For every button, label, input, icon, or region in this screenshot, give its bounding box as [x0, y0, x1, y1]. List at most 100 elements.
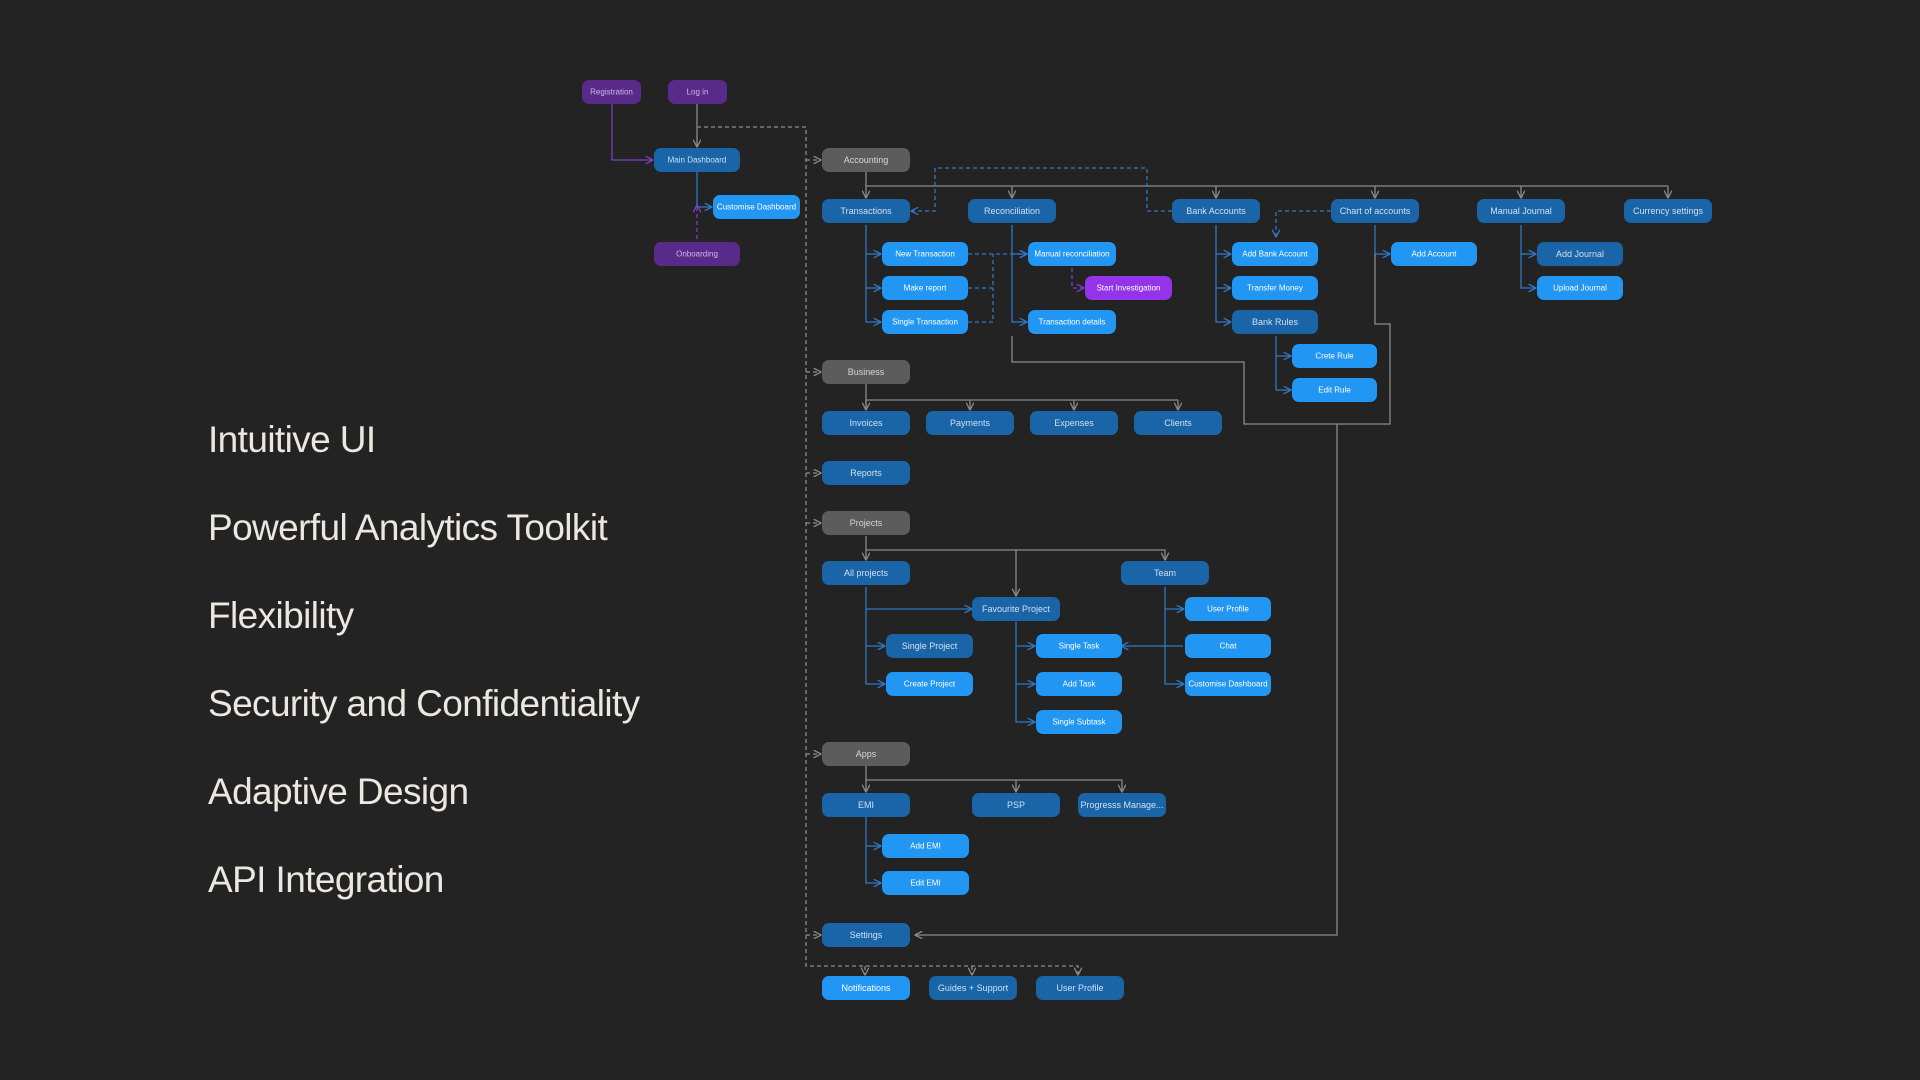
connector-line: [866, 779, 1122, 791]
node-make-report[interactable]: Make report: [882, 276, 968, 300]
node-chart-of-accounts[interactable]: Chart of accounts: [1331, 199, 1419, 223]
node-onboarding[interactable]: Onboarding: [654, 242, 740, 266]
connector-line: [1071, 268, 1083, 288]
node-apps[interactable]: Apps: [822, 742, 910, 766]
node-label: Chart of accounts: [1340, 206, 1411, 216]
connector-line: [1011, 225, 1026, 254]
feature-item: Flexibility: [208, 595, 354, 636]
connector-line: [1011, 254, 1026, 322]
node-clients[interactable]: Clients: [1134, 411, 1222, 435]
node-transfer-money[interactable]: Transfer Money: [1232, 276, 1318, 300]
node-progress-manager[interactable]: Progresss Manage...: [1078, 793, 1166, 817]
node-customise-dashboard-team[interactable]: Customise Dashboard: [1185, 672, 1271, 696]
connector-line: [1164, 587, 1183, 684]
node-label: Payments: [950, 418, 991, 428]
feature-list: Intuitive UI Powerful Analytics Toolkit …: [208, 415, 640, 943]
node-label: EMI: [858, 800, 874, 810]
connector-line: [865, 609, 884, 684]
node-expenses[interactable]: Expenses: [1030, 411, 1118, 435]
node-label: Expenses: [1054, 418, 1094, 428]
node-registration[interactable]: Registration: [582, 80, 641, 104]
node-business[interactable]: Business: [822, 360, 910, 384]
node-add-account[interactable]: Add Account: [1391, 242, 1477, 266]
connector-line: [1374, 225, 1389, 254]
node-notifications[interactable]: Notifications: [822, 976, 910, 1000]
node-create-rule[interactable]: Crete Rule: [1292, 344, 1377, 368]
connector-line: [1215, 225, 1230, 322]
feature-item: API Integration: [208, 859, 444, 900]
node-accounting[interactable]: Accounting: [822, 148, 910, 172]
node-team[interactable]: Team: [1121, 561, 1209, 585]
node-label: Single Transaction: [892, 318, 958, 327]
node-single-transaction[interactable]: Single Transaction: [882, 310, 968, 334]
node-bank-rules[interactable]: Bank Rules: [1232, 310, 1318, 334]
node-label: Team: [1154, 568, 1176, 578]
node-label: Guides + Support: [938, 983, 1009, 993]
node-all-projects[interactable]: All projects: [822, 561, 910, 585]
node-payments[interactable]: Payments: [926, 411, 1014, 435]
node-invoices[interactable]: Invoices: [822, 411, 910, 435]
connector-line: [1011, 336, 1337, 425]
node-label: Projects: [850, 518, 883, 528]
node-label: Single Project: [902, 641, 958, 651]
node-label: Create Project: [904, 680, 956, 689]
node-guides-support[interactable]: Guides + Support: [929, 976, 1017, 1000]
node-main-dashboard[interactable]: Main Dashboard: [654, 148, 740, 172]
node-settings[interactable]: Settings: [822, 923, 910, 947]
node-reports[interactable]: Reports: [822, 461, 910, 485]
node-label: Manual Journal: [1490, 206, 1552, 216]
node-label: Favourite Project: [982, 604, 1051, 614]
node-label: Add Journal: [1556, 249, 1604, 259]
node-label: Apps: [856, 749, 877, 759]
node-label: Settings: [850, 930, 883, 940]
node-user-profile[interactable]: User Profile: [1036, 976, 1124, 1000]
node-add-bank-account[interactable]: Add Bank Account: [1232, 242, 1318, 266]
node-favourite-project[interactable]: Favourite Project: [972, 597, 1060, 621]
node-chat[interactable]: Chat: [1185, 634, 1271, 658]
node-bank-accounts[interactable]: Bank Accounts: [1172, 199, 1260, 223]
node-label: Bank Accounts: [1186, 206, 1246, 216]
node-manual-journal[interactable]: Manual Journal: [1477, 199, 1565, 223]
connector-line: [1520, 225, 1535, 288]
connector-line: [1276, 210, 1331, 236]
node-upload-journal[interactable]: Upload Journal: [1537, 276, 1623, 300]
node-edit-rule[interactable]: Edit Rule: [1292, 378, 1377, 402]
node-label: Log in: [687, 88, 709, 97]
node-label: Onboarding: [676, 250, 718, 259]
node-create-project[interactable]: Create Project: [886, 672, 973, 696]
connector-line: [696, 172, 711, 207]
connector-line: [1015, 622, 1034, 722]
node-customise-dashboard[interactable]: Customise Dashboard: [713, 195, 800, 219]
node-label: Add Account: [1412, 250, 1458, 259]
node-single-subtask[interactable]: Single Subtask: [1036, 710, 1122, 734]
node-currency-settings[interactable]: Currency settings: [1624, 199, 1712, 223]
connector-lines: [611, 104, 1668, 974]
node-label: Accounting: [844, 155, 889, 165]
node-login[interactable]: Log in: [668, 80, 727, 104]
node-label: User Profile: [1056, 983, 1103, 993]
node-label: Add Bank Account: [1242, 250, 1308, 259]
node-user-profile-team[interactable]: User Profile: [1185, 597, 1271, 621]
node-transactions[interactable]: Transactions: [822, 199, 910, 223]
node-single-project[interactable]: Single Project: [886, 634, 973, 658]
connector-line: [865, 587, 971, 609]
node-emi[interactable]: EMI: [822, 793, 910, 817]
node-label: Customise Dashboard: [1188, 680, 1267, 689]
node-edit-emi[interactable]: Edit EMI: [882, 871, 969, 895]
node-label: Bank Rules: [1252, 317, 1299, 327]
node-manual-reconciliation[interactable]: Manual reconciliation: [1028, 242, 1116, 266]
node-label: User Profile: [1207, 605, 1249, 614]
node-add-journal[interactable]: Add Journal: [1537, 242, 1623, 266]
node-start-investigation[interactable]: Start Investigation: [1085, 276, 1172, 300]
node-new-transaction[interactable]: New Transaction: [882, 242, 968, 266]
node-add-task[interactable]: Add Task: [1036, 672, 1122, 696]
node-transaction-details[interactable]: Transaction details: [1028, 310, 1116, 334]
node-projects[interactable]: Projects: [822, 511, 910, 535]
node-label: Make report: [904, 284, 947, 293]
node-psp[interactable]: PSP: [972, 793, 1060, 817]
node-reconciliation[interactable]: Reconciliation: [968, 199, 1056, 223]
node-single-task[interactable]: Single Task: [1036, 634, 1122, 658]
connector-line: [968, 254, 994, 289]
node-add-emi[interactable]: Add EMI: [882, 834, 969, 858]
connector-line: [697, 126, 1078, 974]
